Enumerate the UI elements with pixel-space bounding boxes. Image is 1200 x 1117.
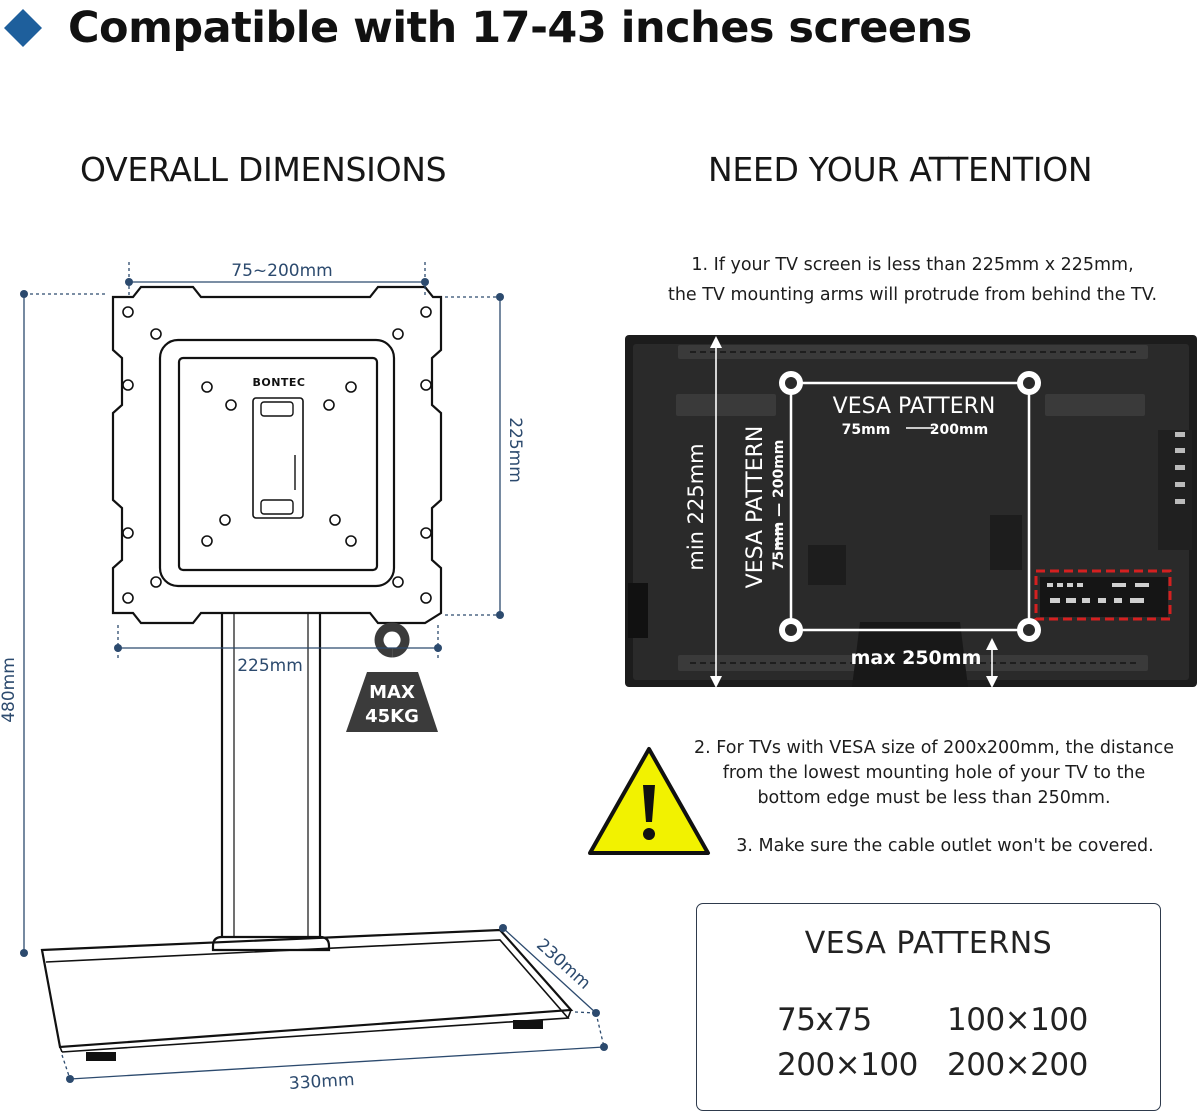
dim-plate-height: 225mm	[505, 417, 525, 483]
vesa-patterns-box: VESA PATTERNS 75x75 100×100 200×100 200×…	[696, 903, 1161, 1111]
vesa-horizontal-to: 200mm	[930, 422, 988, 438]
max-distance-label: max 250mm	[851, 647, 982, 669]
attention-note-2: 2. For TVs with VESA size of 200x200mm, …	[660, 736, 1200, 811]
dim-base-depth: 230mm	[532, 935, 594, 994]
note2-line2: from the lowest mounting hole of your TV…	[722, 763, 1146, 783]
vesa-vertical-label: VESA PATTERN	[743, 426, 768, 589]
max-load-line2: 45KG	[365, 706, 419, 727]
attention-note-1: 1. If your TV screen is less than 225mm …	[640, 253, 1185, 308]
tv-back-diagram: VESA PATTERN 75mm 200mm VESA PATTERN 75m…	[625, 335, 1197, 688]
warning-triangle-icon	[588, 747, 710, 855]
headline-text: Compatible with 17-43 inches screens	[68, 3, 972, 53]
stand-base	[40, 928, 574, 1049]
headline: Compatible with 17-43 inches screens	[0, 0, 1200, 58]
dim-base-width: 330mm	[288, 1070, 355, 1094]
note2-line1: 2. For TVs with VESA size of 200x200mm, …	[694, 738, 1174, 758]
min-height-label: min 225mm	[684, 443, 708, 570]
dim-total-height: 480mm	[0, 657, 19, 723]
vesa-vertical-range: 75mm — 200mm	[771, 440, 787, 571]
dim-hole-spacing: 75~200mm	[231, 261, 332, 281]
diamond-icon	[4, 9, 42, 47]
dim-plate-width: 225mm	[237, 656, 303, 676]
need-your-attention-title: NEED YOUR ATTENTION	[708, 150, 1093, 189]
vesa-pattern-item: 200×200	[947, 1047, 1088, 1083]
vesa-pattern-item: 200×100	[777, 1047, 918, 1083]
max-load-weight-icon: MAX 45KG	[346, 622, 438, 732]
mounting-plate	[111, 285, 443, 625]
attention-note-3: 3. Make sure the cable outlet won't be c…	[736, 836, 1154, 856]
note2-line3: bottom edge must be less than 250mm.	[757, 788, 1111, 808]
mounting-holes	[122, 306, 432, 604]
vesa-patterns-title: VESA PATTERNS	[804, 926, 1053, 961]
note1-line1: 1. If your TV screen is less than 225mm …	[691, 255, 1134, 275]
vesa-horizontal-label: VESA PATTERN	[833, 394, 996, 419]
cable-outlet-highlight	[1034, 569, 1172, 621]
max-load-line1: MAX	[369, 682, 415, 703]
bracket	[252, 397, 304, 519]
vesa-frame	[789, 381, 1031, 632]
brand-label: BONTEC	[252, 376, 305, 389]
vesa-pattern-item: 75x75	[777, 1002, 872, 1038]
plate-inner-frame	[158, 338, 396, 588]
note1-line2: the TV mounting arms will protrude from …	[667, 285, 1158, 305]
overall-dimensions-title: OVERALL DIMENSIONS	[80, 150, 447, 189]
plate-inner-panel	[177, 356, 379, 572]
vesa-horizontal-from: 75mm	[842, 422, 891, 438]
dimension-lines	[20, 262, 608, 1083]
stand-drawing	[40, 285, 574, 1061]
vesa-pattern-item: 100×100	[947, 1002, 1088, 1038]
